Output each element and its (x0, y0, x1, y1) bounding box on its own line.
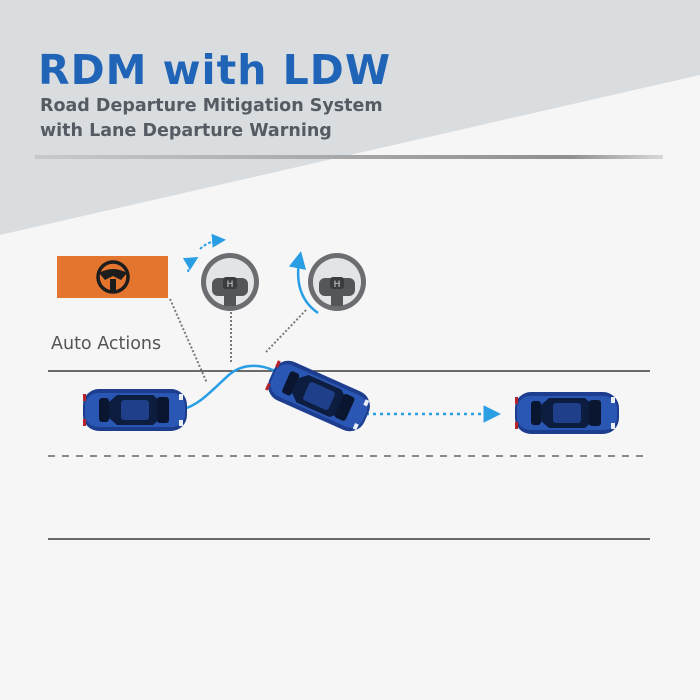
rotate-arrow-icon (182, 256, 199, 273)
car-icon (83, 389, 187, 431)
steering-wheel-icon (201, 253, 259, 311)
vehicle-path (182, 364, 283, 411)
rotate-arrow-icon (199, 233, 226, 250)
auto-actions-label: Auto Actions (51, 334, 162, 354)
steering-wheel-icon (308, 253, 366, 311)
leader-line-warning (169, 298, 208, 384)
subtitle-line-2: with Lane Departure Warning (40, 121, 332, 141)
subtitle-line-1: Road Departure Mitigation System (40, 96, 383, 116)
steering-warning-icon (57, 256, 168, 298)
header-divider (35, 155, 663, 159)
car-icon (262, 355, 376, 437)
leader-line-wheel-2 (265, 309, 307, 353)
header-band (0, 0, 700, 235)
car-icon (515, 392, 619, 434)
rotate-arrow-icon (288, 251, 319, 315)
page-title: RDM with LDW (38, 46, 392, 94)
